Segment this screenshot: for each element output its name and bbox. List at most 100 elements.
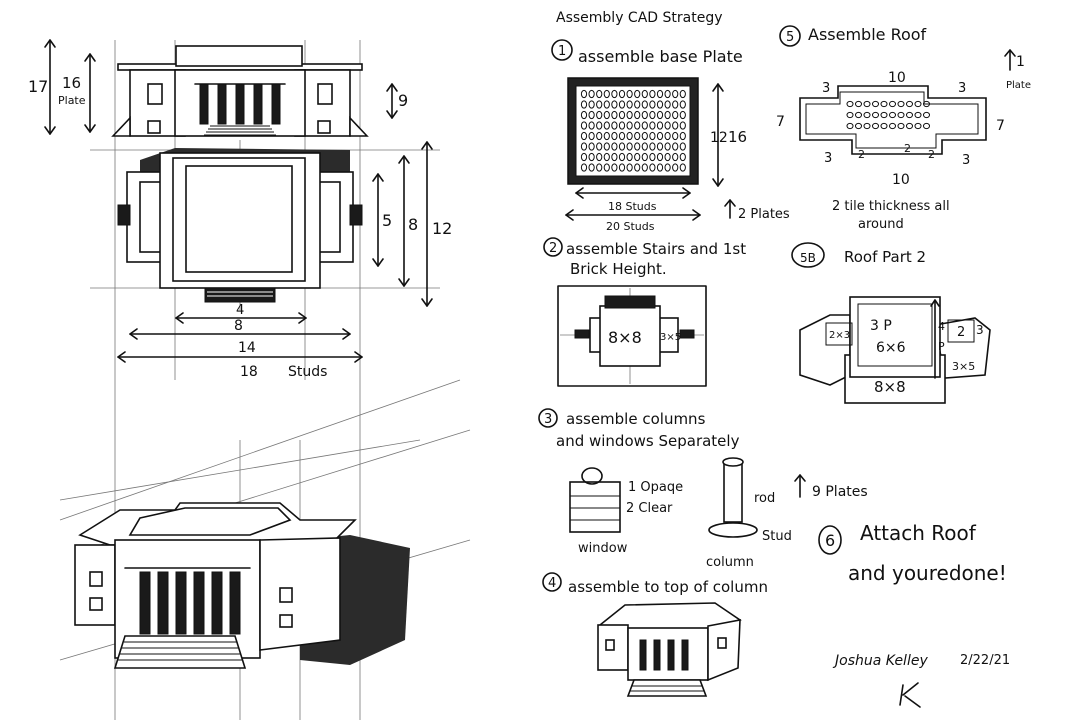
stud-mark — [672, 152, 679, 162]
stud-mark — [863, 100, 871, 108]
stud-mark — [580, 142, 588, 151]
step5b-center-6x6: 6×6 — [876, 340, 906, 356]
stud-mark — [596, 163, 603, 172]
stud-mark — [649, 100, 656, 109]
step3-number: 3 — [544, 412, 552, 427]
stud-mark — [863, 111, 871, 119]
stud-mark — [664, 163, 671, 172]
stud-mark — [872, 122, 879, 130]
step2-label-line1: assemble Stairs and 1st — [566, 240, 746, 258]
stud-mark — [664, 142, 671, 151]
stud-mark — [923, 100, 930, 108]
dim-17: 17 — [28, 77, 48, 96]
step5-label: Assemble Roof — [808, 25, 927, 44]
stud-mark — [880, 100, 888, 108]
stud-mark — [649, 110, 656, 120]
dim-12: 12 — [432, 219, 452, 238]
plan-view — [90, 140, 440, 363]
stud-mark — [596, 142, 603, 151]
step5b-right-3: 3 — [976, 323, 984, 337]
stud-mark — [641, 110, 648, 120]
stud-mark — [603, 110, 610, 120]
stud-mark — [855, 122, 862, 130]
page-title: Assembly CAD Strategy — [556, 10, 723, 26]
step5b-right-2: 2 — [957, 325, 965, 340]
stud-mark — [872, 111, 879, 119]
stud-mark — [656, 100, 664, 109]
stud-mark — [679, 131, 686, 141]
step5-roof — [779, 25, 1016, 155]
stud-mark — [618, 121, 626, 130]
stud-mark — [618, 131, 626, 141]
step1-label: assemble base Plate — [578, 47, 743, 66]
stud-mark — [611, 142, 618, 151]
stud-mark — [588, 131, 595, 141]
stud-mark — [641, 163, 648, 172]
step3-columns-windows — [538, 408, 806, 538]
step5-bottom-left-3: 3 — [824, 151, 832, 166]
dim-8: 8 — [408, 215, 418, 234]
dim-plate-label: Plate — [58, 94, 86, 107]
stud-mark — [679, 142, 686, 151]
stud-mark — [664, 131, 671, 141]
step5b-side-p: P — [938, 340, 945, 353]
stud-mark — [626, 163, 633, 172]
stud-mark — [588, 142, 595, 151]
stud-mark — [611, 110, 618, 120]
step4-assembled-building — [542, 572, 742, 697]
dim-9: 9 — [398, 91, 408, 110]
stud-mark — [672, 142, 679, 151]
step3-9-plates: 9 Plates — [812, 484, 868, 500]
stud-mark — [641, 121, 648, 130]
stud-mark — [588, 121, 595, 130]
stud-mark — [588, 110, 595, 120]
step3-label-line2: and windows Separately — [556, 432, 740, 450]
step1-dim-12: 12 — [710, 130, 728, 146]
step5b-center-3p: 3 P — [870, 318, 892, 334]
stud-mark — [618, 89, 626, 99]
stud-mark — [603, 142, 610, 151]
stud-mark — [914, 122, 922, 130]
stud-mark — [679, 89, 686, 99]
stud-mark — [626, 89, 633, 99]
stud-mark — [611, 131, 618, 141]
stud-mark — [611, 100, 618, 109]
stud-mark — [596, 110, 603, 120]
stud-mark — [880, 111, 888, 119]
stud-mark — [672, 110, 679, 120]
stud-mark — [846, 100, 854, 108]
stud-mark — [618, 100, 626, 109]
stud-mark — [672, 89, 679, 99]
step5b-number: 5B — [800, 251, 816, 265]
step5-inner-left-2: 2 — [858, 148, 865, 161]
stud-mark — [603, 100, 610, 109]
stud-mark — [588, 89, 595, 99]
step6-attach-roof — [818, 525, 842, 555]
stud-mark — [611, 163, 618, 172]
step3-label-line1: assemble columns — [566, 410, 706, 428]
stud-mark — [603, 163, 610, 172]
stud-mark — [923, 122, 930, 130]
stud-mark — [906, 100, 913, 108]
stud-mark — [641, 89, 648, 99]
stud-mark — [664, 100, 671, 109]
stud-mark — [897, 111, 905, 119]
step1-20-studs: 20 Studs — [606, 220, 655, 233]
stud-mark — [641, 131, 648, 141]
stud-mark — [679, 100, 686, 109]
stud-mark — [603, 152, 610, 162]
stud-mark — [649, 163, 656, 172]
stud-mark — [672, 131, 679, 141]
step2-number: 2 — [549, 241, 557, 256]
dim-5: 5 — [382, 211, 392, 230]
stud-mark — [889, 122, 896, 130]
stud-mark — [634, 100, 641, 109]
stud-mark — [634, 142, 641, 151]
stud-mark — [611, 121, 618, 130]
step5-right-7: 7 — [996, 118, 1005, 134]
stud-mark — [596, 121, 603, 130]
stud-mark — [580, 100, 588, 109]
step5-inner-mid-2: 2 — [904, 142, 911, 155]
stud-mark — [656, 121, 664, 130]
